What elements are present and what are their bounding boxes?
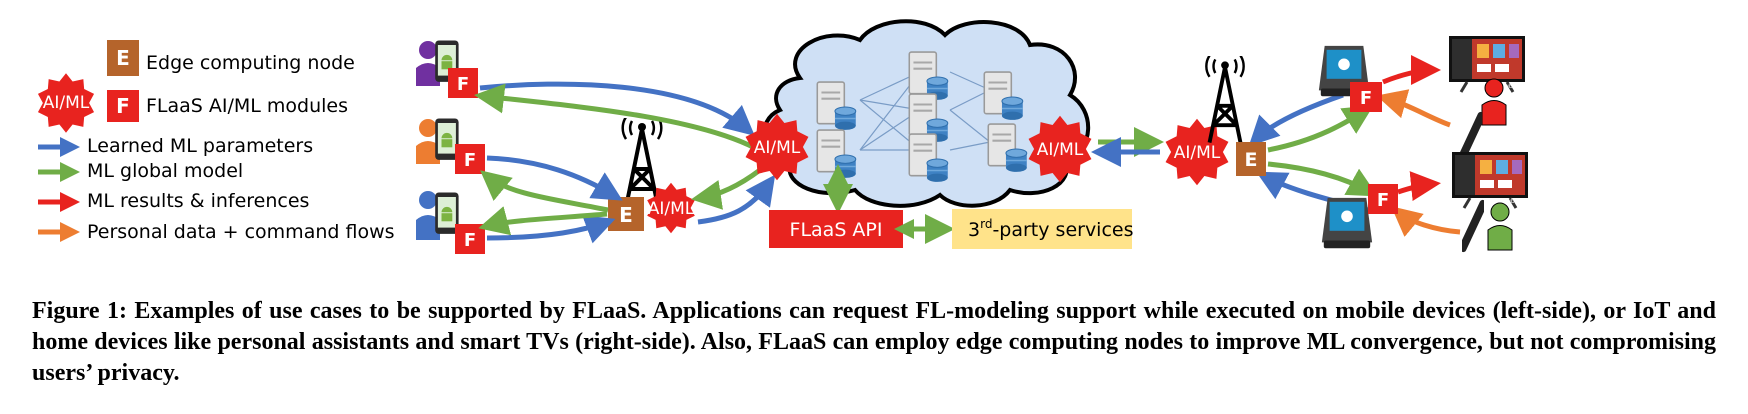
legend-flaas-label: FLaaS AI/ML modules [146,95,348,117]
figure-caption: Figure 1: Examples of use cases to be su… [32,298,1716,386]
right-arrows [1091,55,1461,237]
flaas-diagram: E Edge computing node AI/ML F FLaaS AI/M… [37,19,1530,254]
flaas-api-box [769,210,903,248]
flaas-letter: F [457,74,469,95]
remote-icon [1462,198,1484,254]
ai-ml-gear-label: AI/ML [754,138,801,158]
ai-ml-gear-label: AI/ML [1037,140,1084,160]
ai-ml-gear-label: AI/ML [1174,143,1221,163]
edge-letter: E [116,46,130,70]
legend-flaas-modules: AI/ML F FLaaS AI/ML modules [37,73,348,133]
left-arrows [474,81,776,244]
legend-results-label: ML results & inferences [87,190,309,212]
cell-tower-icon [1204,56,1246,145]
cloud [762,19,1091,208]
user-blue: F [416,191,485,254]
legend: E Edge computing node AI/ML F FLaaS AI/M… [37,40,395,243]
flaas-letter: F [464,150,476,171]
legend-learned-params: Learned ML parameters [38,135,313,157]
flaas-letter: F [1377,190,1389,211]
third-party-box [952,209,1132,249]
legend-results: ML results & inferences [38,190,309,212]
ai-ml-gear-label: AI/ML [648,199,695,219]
flaas-letter: F [116,94,130,118]
user-orange: F [416,118,485,174]
legend-global-model-label: ML global model [87,160,243,182]
legend-personal-data-label: Personal data + command flows [87,221,395,243]
legend-global-model: ML global model [38,160,243,182]
user-icon [1481,100,1507,126]
left-devices: F F F [416,40,485,254]
legend-personal-data: Personal data + command flows [38,221,395,243]
cell-tower-icon [623,117,662,207]
legend-edge-node: E Edge computing node [107,40,355,76]
ai-ml-gear-label: AI/ML [43,93,90,113]
flaas-api-label: FLaaS API [790,219,883,241]
tv-badge: YouTube [1493,198,1519,205]
user-icon [1487,225,1513,251]
user-purple: F [416,40,478,98]
legend-learned-params-label: Learned ML parameters [87,135,313,157]
tv-badge: NETFLIX [1472,198,1497,205]
flaas-letter: F [464,230,476,251]
smart-assistant-icon [1321,197,1373,249]
edge-letter: E [619,203,633,227]
edge-letter: E [1245,149,1258,171]
third-party-label: 3rd-party services [968,217,1134,241]
right-devices: F NETFLIX YouTube F NETFLIX YouTube [1318,34,1530,254]
flaas-letter: F [1360,88,1372,109]
legend-edge-label: Edge computing node [146,52,355,74]
tv-badge: NETFLIX [1470,83,1495,90]
tv-badge: YouTube [1491,83,1517,90]
